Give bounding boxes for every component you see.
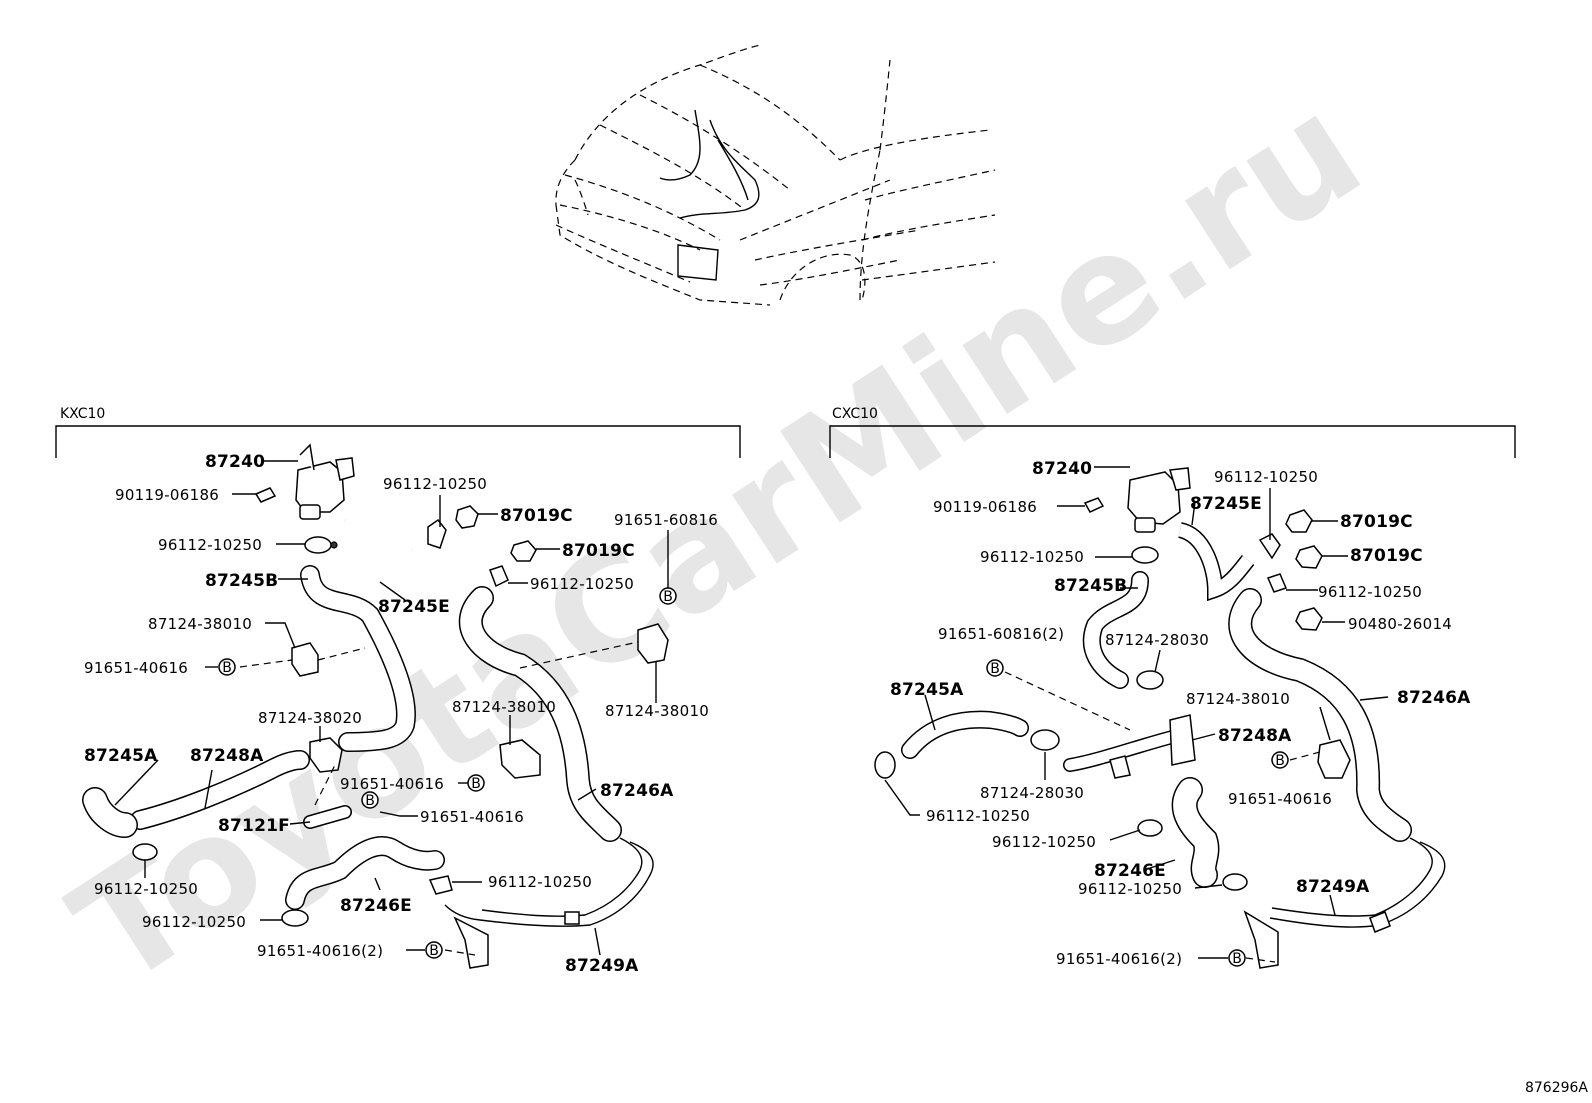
part-number-label: 96112-10250: [980, 548, 1084, 566]
part-number-label: 87246A: [600, 781, 674, 801]
svg-text:B: B: [365, 793, 375, 809]
bolt-marker: B: [467, 774, 485, 792]
bolt-marker: B: [425, 941, 443, 959]
part-number-label: 87019C: [562, 541, 635, 561]
part-number-label: 90119-06186: [115, 486, 219, 504]
part-number-label: 87246E: [1094, 861, 1166, 881]
bolt-marker: B: [361, 791, 379, 809]
part-labels-right: 87240 96112-10250 90119-06186 87245E 87019C 9…: [890, 459, 1471, 968]
bolt-marker: B: [659, 587, 677, 605]
part-number-label: 91651-60816: [614, 511, 718, 529]
part-number-label: 96112-10250: [488, 873, 592, 891]
part-number-label: 87245A: [84, 746, 158, 766]
part-number-label: 96112-10250: [94, 880, 198, 898]
part-number-label: 96112-10250: [1078, 880, 1182, 898]
part-number-label: 87019C: [1350, 546, 1423, 566]
svg-text:B: B: [1232, 951, 1242, 967]
part-number-label: 87248A: [1218, 726, 1292, 746]
part-number-label: 87245E: [378, 597, 450, 617]
bolt-marker: B: [1228, 949, 1246, 967]
part-number-label: 87019C: [500, 506, 573, 526]
part-number-label: 90480-26014: [1348, 615, 1452, 633]
section-title-cxc10: CXC10: [832, 406, 878, 422]
figure-code: 876296A: [1525, 1080, 1588, 1096]
part-number-label: 91651-40616(2): [1056, 950, 1182, 968]
part-number-label: 87240: [205, 452, 265, 472]
bolt-markers: B B B B B B B B: [218, 587, 1289, 967]
vehicle-outline: [555, 44, 996, 306]
part-number-label: 96112-10250: [158, 536, 262, 554]
svg-text:B: B: [222, 660, 232, 676]
part-number-label: 91651-40616: [1228, 790, 1332, 808]
part-number-label: 87124-28030: [980, 784, 1084, 802]
left-parts: [82, 443, 669, 969]
part-number-label: 91651-40616: [420, 808, 524, 826]
bolt-marker: B: [986, 659, 1004, 677]
svg-text:B: B: [663, 589, 673, 605]
section-bracket-left: [55, 425, 741, 458]
part-number-label: 87240: [1032, 459, 1092, 479]
part-number-label: 96112-10250: [530, 575, 634, 593]
part-number-label: 91651-40616(2): [257, 942, 383, 960]
part-number-label: 90119-06186: [933, 498, 1037, 516]
part-number-label: 87124-38010: [1186, 690, 1290, 708]
part-number-label: 91651-40616: [340, 775, 444, 793]
svg-text:B: B: [990, 661, 1000, 677]
bolt-marker: B: [218, 658, 236, 676]
part-number-label: 87124-28030: [1105, 631, 1209, 649]
part-number-label: 96112-10250: [383, 475, 487, 493]
bolt-marker: B: [1271, 751, 1289, 769]
leader-lines: [114, 460, 1389, 963]
svg-text:B: B: [1275, 753, 1285, 769]
part-number-label: 87124-38010: [605, 702, 709, 720]
part-number-label: 87246E: [340, 896, 412, 916]
part-number-label: 91651-40616: [84, 659, 188, 677]
part-number-label: 87124-38010: [148, 615, 252, 633]
section-bracket-right: [829, 425, 1516, 458]
part-number-label: 87245B: [1054, 576, 1127, 596]
part-number-label: 96112-10250: [992, 833, 1096, 851]
part-number-label: 87248A: [190, 746, 264, 766]
part-number-label: 87245B: [205, 571, 278, 591]
part-number-label: 91651-60816(2): [938, 625, 1064, 643]
part-number-label: 96112-10250: [1318, 583, 1422, 601]
part-number-label: 87121F: [218, 816, 290, 836]
part-number-label: 87124-38020: [258, 709, 362, 727]
part-number-label: 96112-10250: [142, 913, 246, 931]
part-number-label: 87245A: [890, 680, 964, 700]
part-labels-left: 87240 90119-06186 96112-10250 87019C 96112-1…: [84, 452, 718, 976]
section-title-kxc10: KXC10: [60, 406, 105, 422]
part-number-label: 87246A: [1397, 688, 1471, 708]
part-number-label: 87245E: [1190, 494, 1262, 514]
part-number-label: 96112-10250: [926, 807, 1030, 825]
part-number-label: 87124-38010: [452, 698, 556, 716]
part-number-label: 87019C: [1340, 512, 1413, 532]
svg-text:B: B: [471, 776, 481, 792]
part-number-label: 96112-10250: [1214, 468, 1318, 486]
part-number-label: 87249A: [1296, 877, 1370, 897]
svg-text:B: B: [429, 943, 439, 959]
right-parts: [874, 467, 1446, 969]
part-number-label: 87249A: [565, 956, 639, 976]
